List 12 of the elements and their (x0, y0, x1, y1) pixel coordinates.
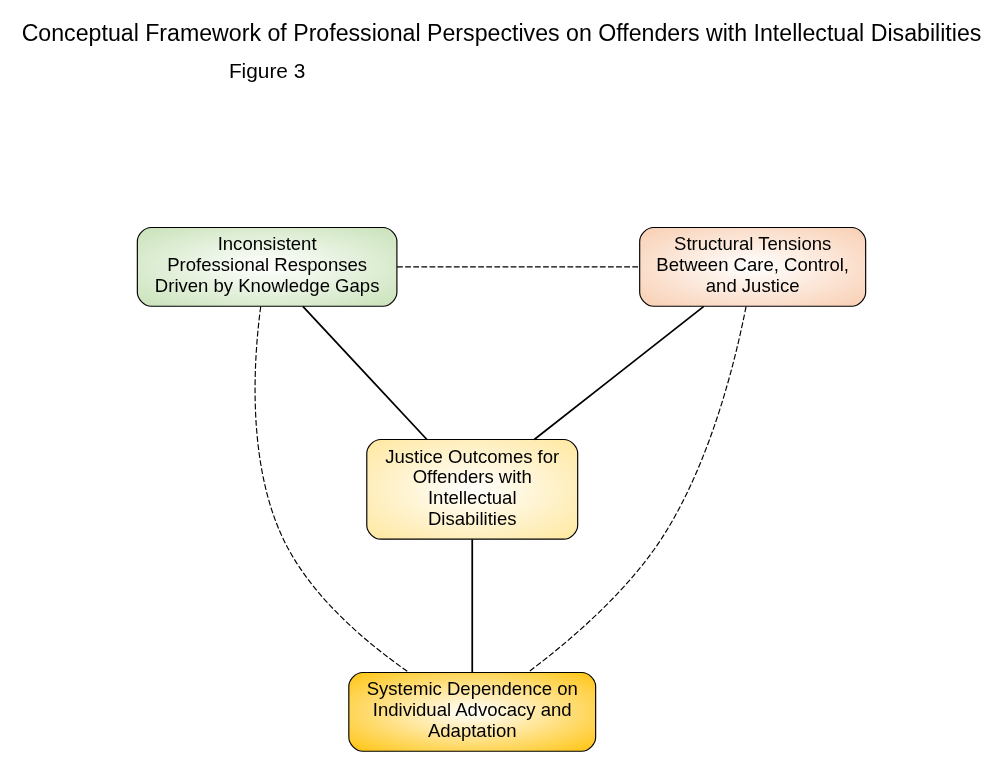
node-box: Systemic Dependence on Individual Advocacy and Adaptation (347, 671, 596, 752)
node-box: Justice Outcomes for Offenders with Intellectual Disabilities (365, 438, 578, 540)
connector (396, 266, 640, 268)
label: Figure 3 (228, 59, 305, 83)
connector (254, 306, 409, 673)
node-box: Structural Tensions Between Care, Control, and Justice (638, 226, 866, 307)
diagram-title: Conceptual Framework of Professional Perspectives on Offenders with Intellectual Disabilities (21, 19, 981, 46)
connector (301, 305, 428, 441)
connector (470, 538, 473, 674)
connector (527, 306, 747, 673)
connector (532, 305, 705, 441)
node-box: Inconsistent Professional Responses Driven by Knowledge Gaps (136, 226, 397, 307)
